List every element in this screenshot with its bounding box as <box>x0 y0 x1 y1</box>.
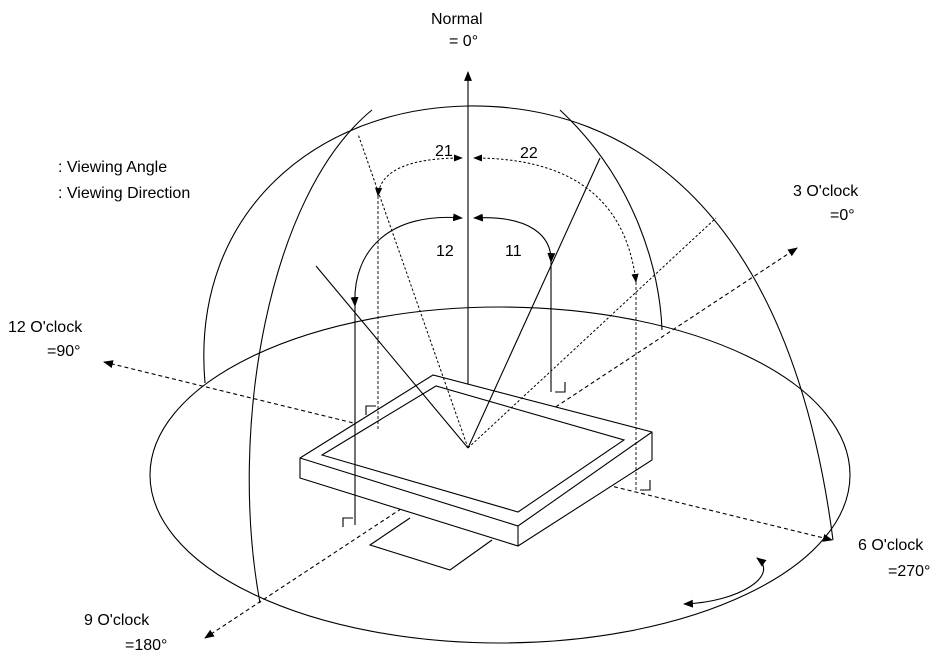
angle-label-22: 22 <box>520 145 538 162</box>
twelve-oclock-label: 12 O'clock <box>8 319 83 336</box>
rotation-arrow <box>683 557 767 608</box>
ray-21 <box>357 133 469 449</box>
projection-lines <box>342 196 651 527</box>
three-oclock-label: 3 O'clock <box>793 183 859 200</box>
axis-9-3 <box>204 247 798 639</box>
meridian-right <box>559 109 663 331</box>
meridian-left <box>248 109 373 604</box>
angle-label-12: 12 <box>436 243 454 260</box>
nine-oclock-label: 9 O'clock <box>84 612 150 629</box>
viewing-direction-arc-22 <box>473 154 639 283</box>
normal-value: = 0° <box>449 33 478 50</box>
ray-22 <box>467 217 717 449</box>
legend-viewing-angle: : Viewing Angle <box>58 159 167 176</box>
ray-12 <box>315 265 469 449</box>
six-oclock-label: 6 O'clock <box>858 537 924 554</box>
angle-label-11: 11 <box>505 243 522 260</box>
angle-label-21: 21 <box>435 143 453 160</box>
lcd-panel <box>299 374 653 571</box>
legend-viewing-direction: : Viewing Direction <box>58 185 190 202</box>
nine-oclock-value: =180° <box>125 637 167 654</box>
six-oclock-value: =270° <box>888 563 930 580</box>
viewing-direction-arc-21 <box>375 154 463 197</box>
twelve-oclock-value: =90° <box>47 343 81 360</box>
viewing-angle-arc-12 <box>350 213 463 307</box>
normal-label: Normal <box>431 11 483 28</box>
three-oclock-value: =0° <box>830 207 855 224</box>
